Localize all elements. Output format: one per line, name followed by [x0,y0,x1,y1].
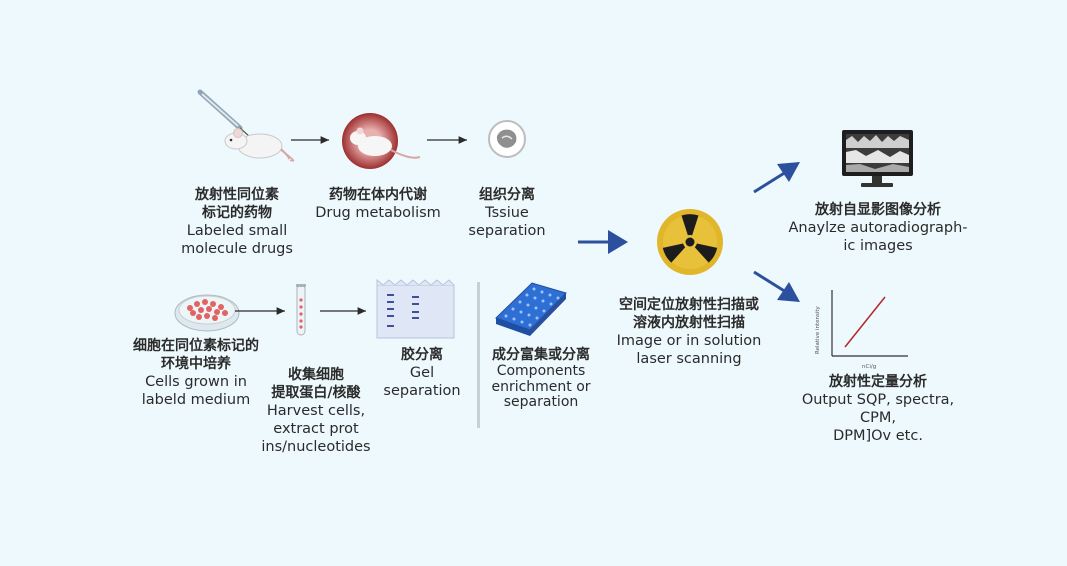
quant-cn: 放射性定量分析 [829,374,927,390]
scan-en-1: Image or in solution [616,333,762,349]
scan-cn-1: 空间定位放射性扫描或 [619,297,759,313]
tissue-cn: 组织分离 [479,187,535,203]
petri-dish-icon [174,294,240,332]
well-plate-icon [495,282,567,336]
labeled-cn-2: 标记的药物 [202,205,272,221]
autorad-en-1: Anaylze autoradiograph- [788,220,968,236]
section-divider [477,282,480,428]
drug-metab-en: Drug metabolism [315,205,441,221]
gel-en-1: Gel [409,365,435,381]
labeled-cn-1: 放射性同位素 [195,187,279,203]
drug-metab-cn: 药物在体内代谢 [329,187,427,203]
tissue-icon [488,120,526,158]
blue-arrow-to-autorad [753,162,800,194]
harvest-en-3: ins/nucleotides [261,439,371,455]
tissue-en-1: Tssiue [485,205,529,221]
label-gel-separation: 胶分离 Gel separation [383,346,460,400]
label-cells-grown: 细胞在同位素标记的 环境中培养 Cells grown in labeld me… [133,337,259,409]
label-components: 成分富集或分离 Components enrichment or separat… [491,346,590,411]
mouse-metabolism-icon [342,113,421,169]
mouse-icon [224,128,295,162]
components-cn: 成分富集或分离 [492,347,590,363]
label-drug-metabolism: 药物在体内代谢 Drug metabolism [315,186,441,222]
test-tube-icon [296,284,306,336]
autorad-cn: 放射自显影图像分析 [814,202,941,218]
gel-icon [376,278,455,339]
cells-cn-2: 环境中培养 [161,356,231,372]
autorad-en-2: ic images [843,238,913,254]
cells-en-1: Cells grown in [145,374,247,390]
blue-arrow-to-scan [578,230,628,254]
labeled-en-2: molecule drugs [181,241,293,257]
monitor-icon [842,130,913,187]
components-en-3: separation [503,394,579,410]
syringe-icon [197,89,251,138]
harvest-en-2: extract prot [273,421,359,437]
gel-en-2: separation [383,383,461,399]
radiation-icon [657,209,723,275]
scan-cn-2: 溶液内放射性扫描 [633,315,745,331]
blue-arrow-to-quant [753,270,800,302]
gel-cn: 胶分离 [401,347,443,363]
scan-en-2: laser scanning [636,351,742,367]
label-harvest-cells: 收集细胞 提取蛋白/核酸 Harvest cells, extract prot… [261,366,370,456]
label-scanning: 空间定位放射性扫描或 溶液内放射性扫描 Image or in solution… [617,296,762,368]
label-autoradiography: 放射自显影图像分析 Anaylze autoradiograph- ic ima… [788,201,967,255]
harvest-cn-2: 提取蛋白/核酸 [271,385,361,401]
quant-en-2: DPM]Ov etc. [833,428,923,444]
quant-en-1: Output SQP, spectra, CPM, [801,392,955,426]
label-quantification: 放射性定量分析 Output SQP, spectra, CPM, DPM]Ov… [784,373,973,445]
label-labeled-drugs: 放射性同位素 标记的药物 Labeled small molecule drug… [181,186,293,258]
harvest-cn-1: 收集细胞 [287,367,344,383]
components-en-1: Components [496,363,586,379]
labeled-en-1: Labeled small [186,223,288,239]
components-en-2: enrichment or [491,378,591,395]
graph-icon: Relative intensity nCi/g [815,290,908,370]
tissue-en-2: separation [468,223,546,239]
graph-xlabel: nCi/g [862,364,876,370]
cells-cn-1: 细胞在同位素标记的 [133,338,259,354]
cells-en-2: labeld medium [141,392,251,408]
label-tissue-separation: 组织分离 Tssiue separation [468,186,545,240]
harvest-en-1: Harvest cells, [266,403,366,419]
graph-ylabel: Relative intensity [815,305,821,354]
